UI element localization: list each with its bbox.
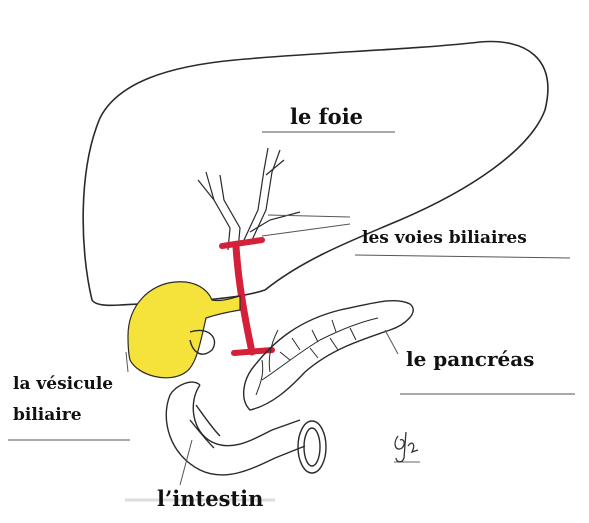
liver-outline: [83, 42, 548, 306]
label-intestine: l’intestin: [157, 488, 263, 509]
intrahepatic-ducts: [198, 148, 300, 250]
label-bile-ducts: les voies biliaires: [362, 230, 527, 247]
label-pancreas: le pancréas: [406, 349, 534, 369]
label-liver: le foie: [290, 106, 363, 127]
label-gallbladder-line1: la vésicule: [13, 376, 113, 393]
gallbladder: [128, 282, 240, 378]
bile-duct-highlight: [222, 240, 272, 353]
pancreas-outline: [244, 301, 414, 410]
label-gallbladder-line2: biliaire: [13, 407, 82, 424]
signature-mark: [394, 432, 420, 462]
leader-lines: [8, 132, 575, 500]
